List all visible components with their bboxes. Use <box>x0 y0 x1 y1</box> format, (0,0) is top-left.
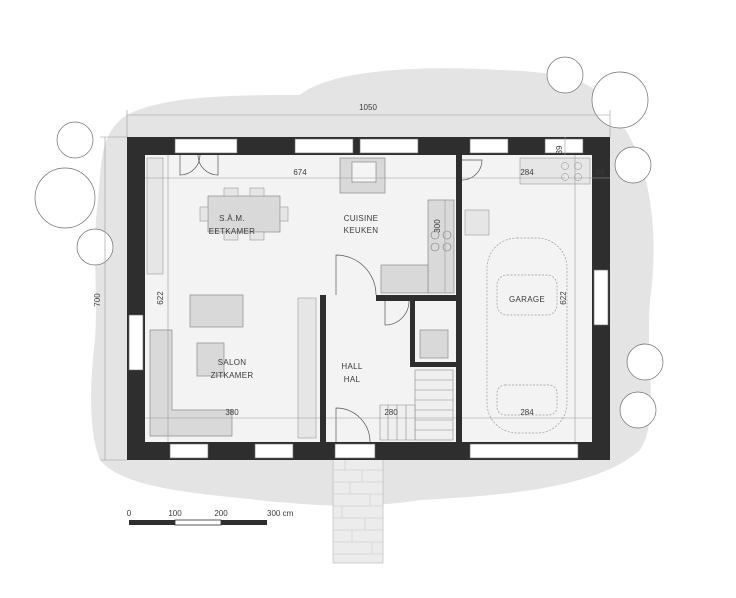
dimension-lines <box>100 110 611 461</box>
scale-tick-0: 0 <box>127 509 132 518</box>
sideboard <box>146 157 164 275</box>
path-stones <box>333 458 383 555</box>
scale-bar: 0 100 200 300 cm <box>127 509 294 526</box>
dim-overall-depth: 700 <box>93 293 102 307</box>
sofa <box>149 329 233 437</box>
hall-label-fr: HALL <box>341 362 362 371</box>
dim-garage-depth: 622 <box>559 291 568 305</box>
scale-tick-300: 300 cm <box>267 509 294 518</box>
garage-label: GARAGE <box>509 295 545 304</box>
kitchen-sink <box>351 161 377 183</box>
dining-table <box>199 187 289 241</box>
dim-living-width: 380 <box>225 408 239 417</box>
windows <box>128 138 609 459</box>
tree-icons <box>34 56 664 429</box>
dim-main-depth: 622 <box>156 291 165 305</box>
kitchen-label-nl: KEUKEN <box>344 226 379 235</box>
hall-label-nl: HAL <box>344 375 361 384</box>
cooktop <box>430 230 452 252</box>
staircase <box>379 369 454 441</box>
dim-hall-width: 280 <box>384 408 398 417</box>
wc-unit <box>419 329 449 359</box>
car-outline <box>486 237 568 434</box>
scale-tick-100: 100 <box>168 509 182 518</box>
scale-tick-200: 200 <box>214 509 228 518</box>
kitchen-counter-low <box>380 264 429 294</box>
tv-cabinet <box>297 297 317 439</box>
dim-main-width: 674 <box>293 168 307 177</box>
dim-overall-width: 1050 <box>359 103 377 112</box>
entry-path <box>332 457 384 564</box>
dining-label-fr: S.À.M. <box>219 214 245 223</box>
coffee-table <box>189 294 244 328</box>
living-label-fr: SALON <box>218 358 247 367</box>
dim-wall-39-a: 39 <box>555 145 564 154</box>
dim-kitchen-300: 300 <box>433 219 442 233</box>
kitchen-label-fr: CUISINE <box>344 214 379 223</box>
armchair-ottoman <box>196 342 225 377</box>
interior-walls <box>320 155 462 442</box>
kitchen-counter <box>427 199 455 294</box>
dim-garage-bottom: 284 <box>520 408 534 417</box>
garage-cabinet <box>464 209 490 236</box>
dining-label-nl: EETKAMER <box>209 227 255 236</box>
dim-wall-39-b: 39 <box>596 168 605 177</box>
dim-garage-top: 284 <box>520 168 534 177</box>
door-swings <box>179 154 483 443</box>
hob <box>561 162 582 181</box>
living-label-nl: ZITKAMER <box>211 371 254 380</box>
